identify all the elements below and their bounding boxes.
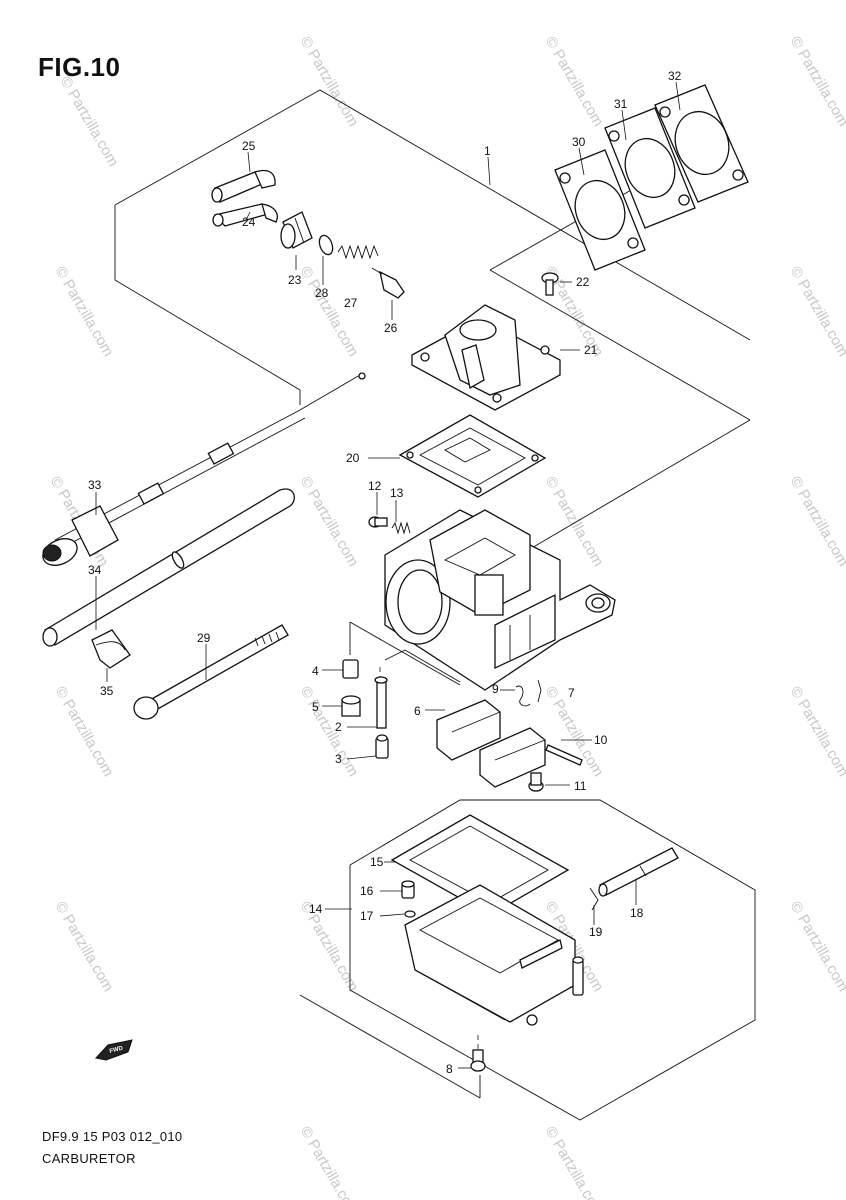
top-cover-21 [411,304,561,411]
callout-27: 27 [344,296,358,310]
callout-35: 35 [100,684,114,698]
long-screw-29 [133,624,289,720]
forward-direction-badge: FWD [95,1039,133,1061]
callout-17: 17 [360,909,374,923]
watermark-text: © Partzilla.com [57,74,122,170]
callout-5: 5 [312,700,319,714]
watermark-text: © Partzilla.com [542,1124,607,1200]
callout-24: 24 [242,215,256,229]
callout-16: 16 [360,884,374,898]
callout-18: 18 [630,906,644,920]
tube-34 [42,488,295,647]
callout-labels: 1 2 3 4 5 6 7 8 9 10 11 12 13 14 15 16 1… [88,69,682,1076]
callout-7: 7 [568,686,575,700]
watermark-text: © Partzilla.com [787,264,846,360]
watermark-text: © Partzilla.com [52,899,117,995]
spring-13 [391,521,411,535]
gasket-31 [604,107,696,229]
leader-lines [95,81,681,1069]
callout-14: 14 [309,902,323,916]
callout-22: 22 [576,275,590,289]
callout-31: 31 [614,97,628,111]
float-bowl-outline [299,799,756,1121]
watermark-text: © Partzilla.com [542,34,607,130]
figure-code: DF9.9 15 P03 012_010 [42,1129,183,1144]
callout-12: 12 [368,479,382,493]
carburetor-body [384,509,616,691]
callout-28: 28 [315,286,329,300]
callout-6: 6 [414,704,421,718]
callout-23: 23 [288,273,302,287]
watermark-text: © Partzilla.com [787,474,846,570]
screw-12 [368,516,388,528]
callout-11: 11 [574,779,587,793]
callout-8: 8 [446,1062,453,1076]
watermark-text: © Partzilla.com [297,474,362,570]
needle-jet-2 [374,676,388,729]
watermark-text: © Partzilla.com [787,899,846,995]
clamp-35 [91,629,131,669]
pilot-screw-housing-23 [280,211,313,249]
fwd-label: FWD [109,1045,124,1055]
plug-4 [342,659,359,679]
hose-24 [212,203,278,227]
needle-7 [537,679,542,703]
choke-knob-33 [42,505,119,566]
watermark-text: © Partzilla.com [297,264,362,360]
screw-8 [470,1049,486,1072]
main-jet-3 [375,734,389,759]
pin-10 [545,744,583,766]
o-ring-28 [318,234,334,256]
callout-10: 10 [594,733,608,747]
hose-25 [211,169,276,203]
callout-26: 26 [384,321,398,335]
gasket-32 [654,84,749,203]
watermark-text: © Partzilla.com [297,1124,362,1200]
callout-30: 30 [572,135,586,149]
callout-32: 32 [668,69,682,83]
callout-33: 33 [88,478,102,492]
spring-27 [337,244,379,260]
watermark-text: © Partzilla.com [52,264,117,360]
callout-15: 15 [370,855,384,869]
figure-name: CARBURETOR [42,1151,136,1166]
callout-2: 2 [335,720,342,734]
watermark-text: © Partzilla.com [297,34,362,130]
gasket-30 [554,149,646,271]
watermark-text: © Partzilla.com [787,34,846,130]
float-bowl-14 [404,884,584,1026]
screw-22 [541,272,559,296]
gasket-20 [398,414,547,498]
callout-21: 21 [584,343,598,357]
watermark-text: © Partzilla.com [297,899,362,995]
callout-13: 13 [390,486,404,500]
callout-3: 3 [335,752,342,766]
drain-screw-16 [401,880,415,899]
figure-title: FIG.10 [38,52,121,82]
callout-20: 20 [346,451,360,465]
watermark-text: © Partzilla.com [787,684,846,780]
washer-17 [404,910,416,918]
callout-1: 1 [484,144,491,158]
callout-29: 29 [197,631,211,645]
callout-34: 34 [88,563,102,577]
callout-25: 25 [242,139,256,153]
callout-9: 9 [492,682,499,696]
cap-5 [341,695,361,717]
float-6 [436,699,546,788]
callout-19: 19 [589,925,603,939]
plunger-26 [371,267,405,299]
pin-18 [598,847,679,897]
screw-11 [528,772,544,792]
callout-4: 4 [312,664,319,678]
clip-9 [515,685,531,707]
